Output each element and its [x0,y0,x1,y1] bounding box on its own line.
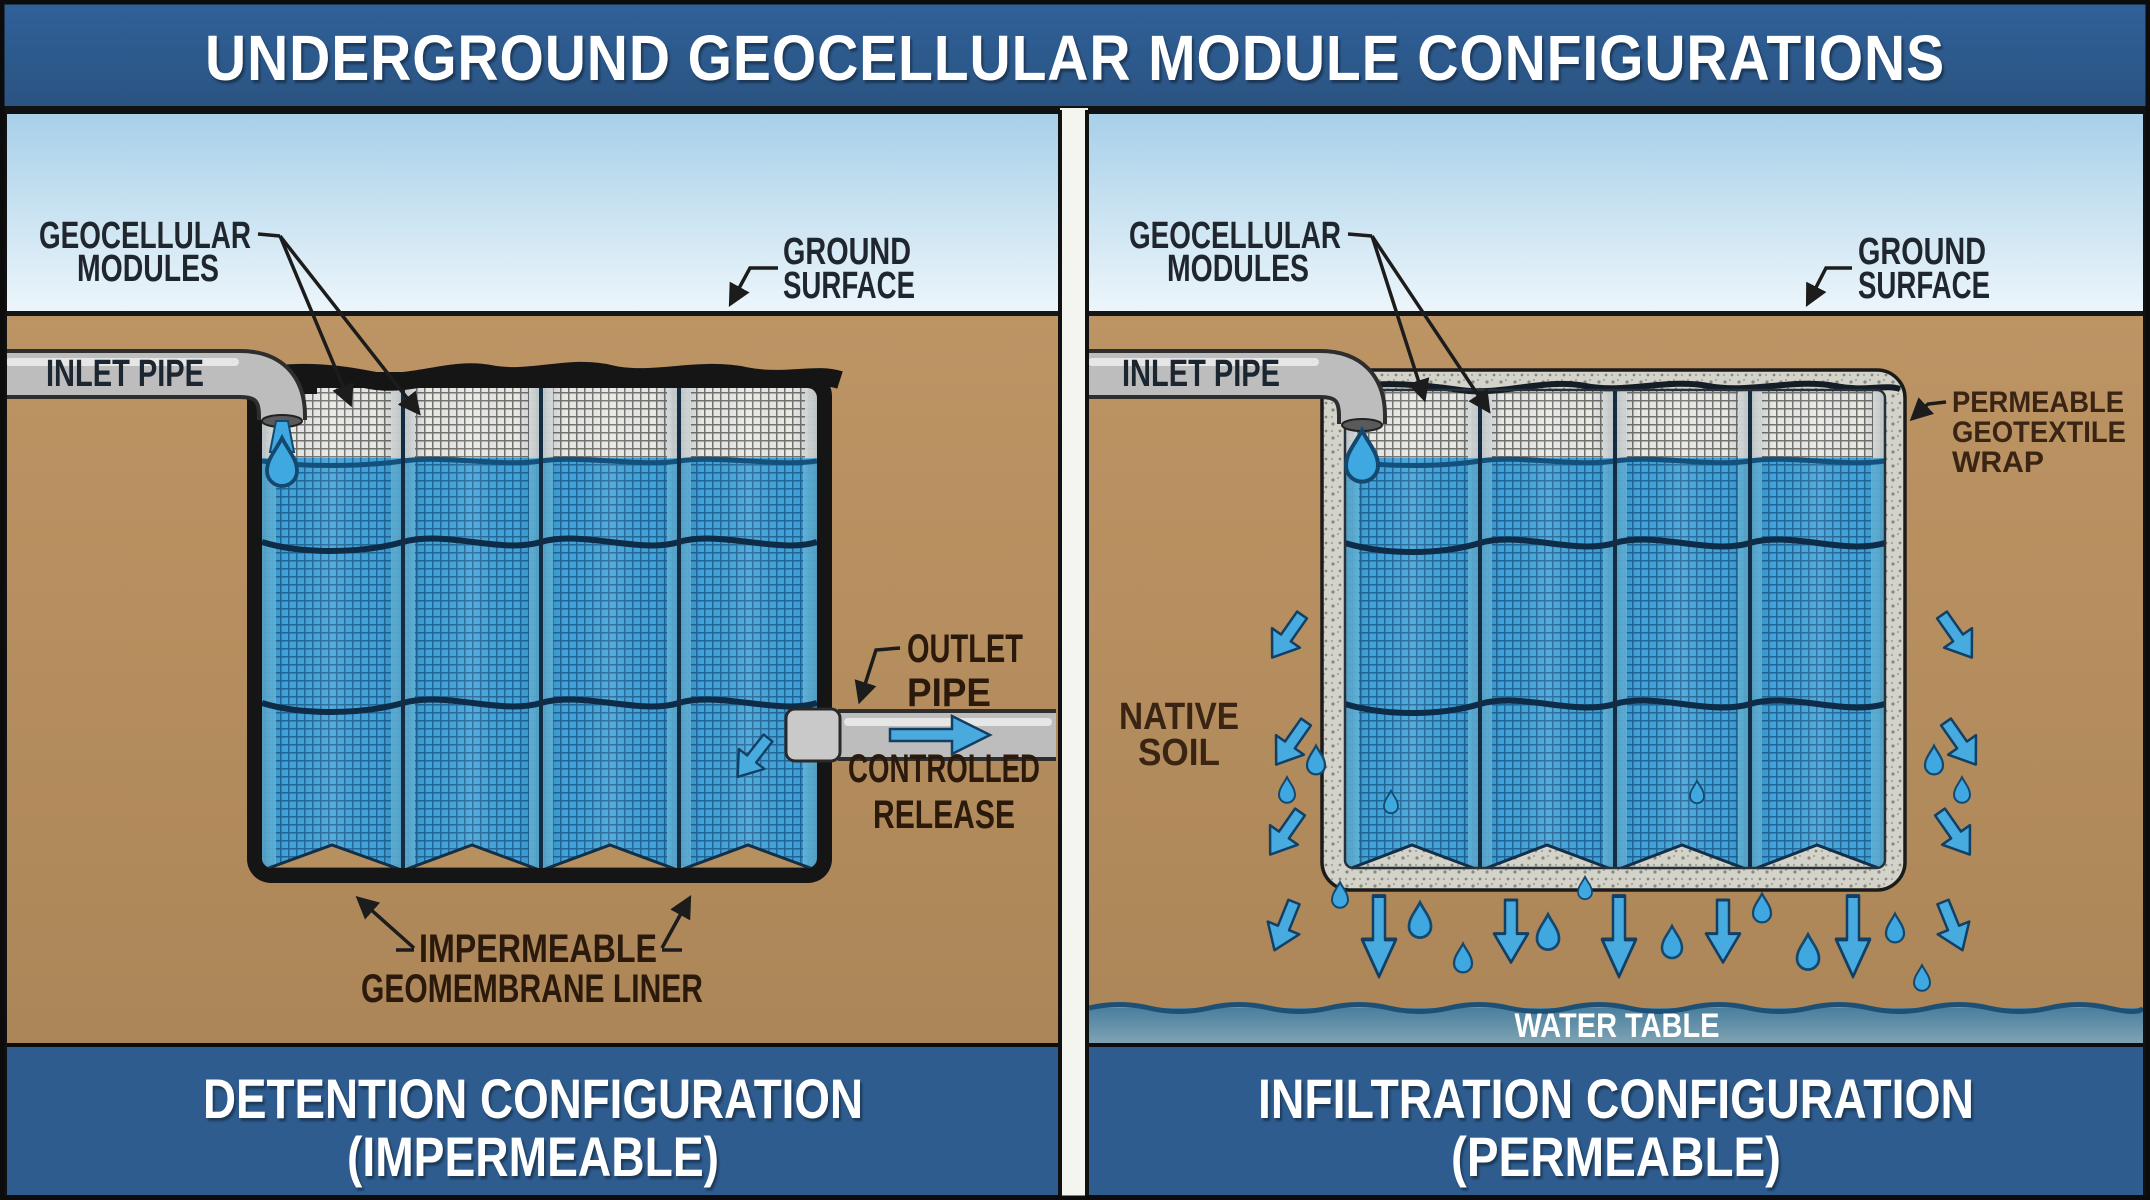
sky-right [1089,110,2143,314]
ground-surface-line2: SURFACE [783,265,915,307]
infiltration-tank [1320,368,1907,892]
caption-detention-line2: (IMPERMEABLE) [347,1125,719,1188]
panel-divider [1060,108,1088,1200]
ground-surface-line-right [1089,311,2143,316]
ground-surface-line-left [7,311,1058,316]
geocellular-line2: MODULES [1167,248,1309,290]
water-table-band: WATER TABLE [1088,1002,2146,1045]
outlet-pipe [784,707,1056,763]
inlet-pipe-left: INLET PIPE [6,349,317,488]
outlet-line2: PIPE [907,671,991,715]
inlet-pipe-label-right: INLET PIPE [1122,353,1280,395]
page-title: UNDERGROUND GEOCELLULAR MODULE CONFIGURA… [205,22,1945,94]
geotextile-label: PERMEABLE GEOTEXTILE WRAP [1909,386,2126,479]
ground-surface-line2: SURFACE [1858,265,1990,307]
panel-detention: INLET PIPE GEOCELLULAR MODULES GROUND SU… [3,110,1062,1199]
ground-surface-label-left: GROUND SURFACE [728,231,915,307]
inlet-pipe-right: INLET PIPE [1088,349,1387,482]
controlled-release-line2: RELEASE [873,793,1015,837]
liner-line2: GEOMEMBRANE LINER [361,967,703,1011]
inlet-pipe-label: INLET PIPE [46,353,204,395]
native-soil-line2: SOIL [1138,732,1220,774]
geotextile-line1: PERMEABLE [1952,386,2124,419]
liner-top-wave [236,361,843,392]
geocellular-line2: MODULES [77,248,219,290]
outlet-line1: OUTLET [907,627,1023,671]
native-soil-label: NATIVE SOIL [1119,696,1239,774]
caption-detention: DETENTION CONFIGURATION (IMPERMEABLE) [7,1043,1058,1197]
native-soil-line1: NATIVE [1119,696,1239,738]
geocellular-line1: GEOCELLULAR [1129,215,1341,257]
ground-surface-line1: GROUND [1858,231,1986,273]
liner-label: IMPERMEABLE GEOMEMBRANE LINER [355,895,703,1011]
controlled-release-line1: CONTROLLED [848,747,1040,791]
outlet-pipe-label: OUTLET PIPE [854,627,1023,715]
geocellular-label-left: GEOCELLULAR MODULES [39,215,421,416]
geotextile-line3: WRAP [1952,446,2044,479]
geocellular-label-right: GEOCELLULAR MODULES [1129,215,1491,414]
geotextile-line2: GEOTEXTILE [1952,416,2126,449]
caption-infiltration: INFILTRATION CONFIGURATION (PERMEABLE) [1089,1043,2143,1197]
caption-detention-line1: DETENTION CONFIGURATION [203,1067,863,1130]
outflow-arrow [888,713,993,757]
ground-surface-line1: GROUND [783,231,911,273]
caption-infiltration-line1: INFILTRATION CONFIGURATION [1258,1067,1974,1130]
ground-surface-label-right: GROUND SURFACE [1805,231,1990,308]
liner-line1: IMPERMEABLE [419,927,657,971]
caption-infiltration-line2: (PERMEABLE) [1451,1125,1781,1188]
geocellular-line1: GEOCELLULAR [39,215,251,257]
controlled-release-label: CONTROLLED RELEASE [848,747,1040,837]
title-bar: UNDERGROUND GEOCELLULAR MODULE CONFIGURA… [0,0,2150,110]
detention-tank [236,361,843,883]
panel-infiltration: WATER TABLE [1085,110,2147,1199]
water-table-label: WATER TABLE [1515,1007,1720,1045]
sky-left [7,110,1058,314]
